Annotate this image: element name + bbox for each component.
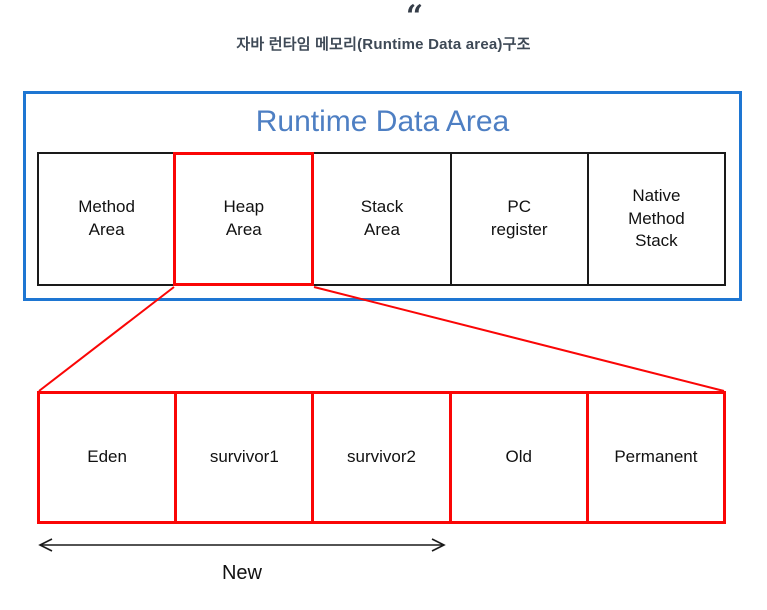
arrowhead-right-icon xyxy=(431,538,446,552)
cell-survivor2: survivor2 xyxy=(311,391,452,524)
cell-stack-area: Stack Area xyxy=(312,152,452,286)
quote-icon: “ xyxy=(405,0,423,34)
cell-eden: Eden xyxy=(37,391,178,524)
cell-pc-register: PC register xyxy=(449,152,589,286)
cell-old: Old xyxy=(448,391,589,524)
cell-survivor1: survivor1 xyxy=(174,391,315,524)
cell-method-area: Method Area xyxy=(37,152,177,286)
cell-native-method-stack: Native Method Stack xyxy=(586,152,727,286)
heap-detail-row: Eden survivor1 survivor2 Old Permanent xyxy=(37,391,727,524)
diagram-caption: 자바 런타임 메모리(Runtime Data area)구조 xyxy=(236,36,531,53)
cell-permanent: Permanent xyxy=(585,391,727,524)
cell-heap-area: Heap Area xyxy=(173,152,315,286)
heap-expand-line-right xyxy=(313,286,725,392)
arrowhead-left-icon xyxy=(38,538,53,552)
new-span-arrow xyxy=(38,538,446,552)
new-generation-label: New xyxy=(221,562,262,584)
heap-expand-line-left xyxy=(38,286,175,392)
quote-row: “ xyxy=(0,0,767,34)
runtime-area-row: Method Area Heap Area Stack Area PC regi… xyxy=(37,152,727,286)
runtime-data-area-title: Runtime Data Area xyxy=(255,105,510,138)
